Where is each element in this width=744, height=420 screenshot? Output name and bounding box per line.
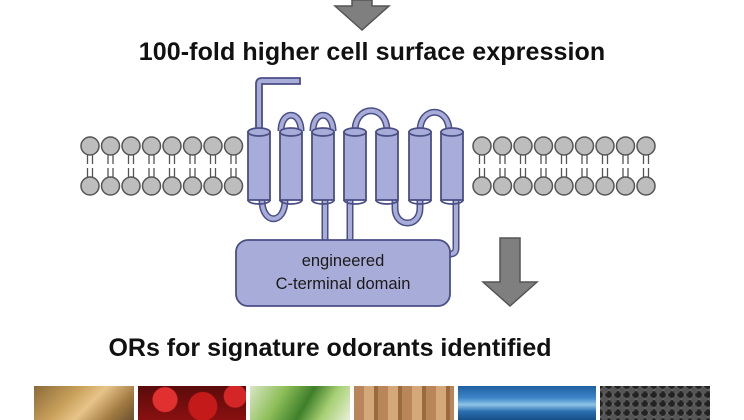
lipid-left-3	[141, 136, 162, 196]
domain-box-label: engineered C-terminal domain	[236, 240, 450, 306]
headline-expression: 100-fold higher cell surface expression	[138, 38, 606, 66]
helix-6	[408, 127, 432, 205]
helix-3	[311, 127, 335, 205]
photo-leaves	[250, 386, 350, 420]
extracellular-loop-1-inner	[279, 113, 303, 132]
photo-corks	[354, 386, 454, 420]
lipid-left-5	[182, 136, 203, 196]
domain-label-line1: engineered	[301, 252, 385, 270]
lipid-right-2	[513, 136, 533, 196]
lipid-right-6	[595, 136, 615, 196]
top-down-arrow	[333, 0, 391, 32]
lipid-right-0	[472, 136, 492, 196]
lipid-right-1	[492, 136, 513, 196]
domain-label-line2: C-terminal domain	[275, 275, 411, 293]
lipid-right-4	[554, 136, 574, 196]
transmembrane-helices	[247, 127, 464, 205]
lipid-left-6	[203, 136, 223, 196]
lipid-left-4	[162, 136, 182, 196]
lipid-right-7	[615, 136, 636, 196]
helix-2	[279, 127, 303, 205]
photo-citrus	[34, 386, 134, 420]
lipid-left-7	[223, 136, 244, 196]
lipid-left-0	[80, 136, 100, 196]
helix-4	[343, 127, 367, 205]
photo-roses	[138, 386, 246, 420]
helix-1	[247, 127, 271, 205]
photo-peppercorns	[600, 386, 710, 420]
lipid-left-2	[121, 136, 141, 196]
lipid-left-1	[100, 136, 121, 196]
right-down-arrow	[481, 237, 539, 308]
c-terminal-domain-box	[235, 239, 451, 307]
lipid-right-3	[533, 136, 554, 196]
helix-7	[440, 127, 464, 205]
n-terminal-tail	[255, 77, 301, 128]
photo-water	[458, 386, 596, 420]
lipid-bilayer-left	[80, 136, 244, 196]
helix-5	[375, 127, 399, 205]
lipid-right-8	[636, 136, 656, 196]
lipid-bilayer-right	[472, 136, 656, 196]
headline-odorants: ORs for signature odorants identified	[108, 334, 552, 362]
lipid-right-5	[574, 136, 595, 196]
